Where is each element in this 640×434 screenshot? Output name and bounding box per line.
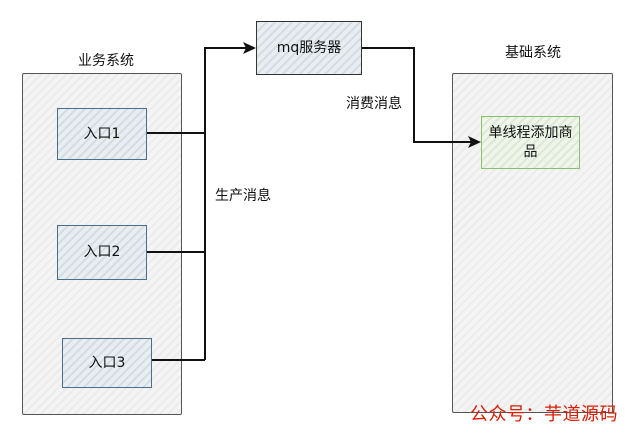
entry-2-box[interactable]: 入口2 (57, 225, 147, 280)
business-system-title: 业务系统 (78, 53, 134, 69)
mq-server-box[interactable]: mq服务器 (256, 21, 362, 75)
entry-1-box[interactable]: 入口1 (57, 108, 147, 160)
entry-2-label: 入口2 (83, 244, 121, 260)
consume-arrowhead-icon (468, 136, 481, 148)
entry-3-box[interactable]: 入口3 (62, 338, 152, 388)
service-label: 单线程添加商品 (488, 124, 573, 160)
base-system-title: 基础系统 (505, 45, 561, 61)
consume-message-label: 消费消息 (346, 96, 402, 112)
watermark-text: 公众号：芋道源码 (470, 404, 618, 425)
entry-3-label: 入口3 (88, 354, 126, 371)
entry-1-label: 入口1 (83, 125, 121, 142)
produce-arrowhead-icon (243, 42, 256, 54)
produce-message-label: 生产消息 (215, 188, 271, 204)
produce-trunk (204, 47, 246, 360)
mq-server-label: mq服务器 (276, 39, 342, 56)
consume-line (362, 47, 472, 143)
service-box[interactable]: 单线程添加商品 (481, 116, 580, 169)
